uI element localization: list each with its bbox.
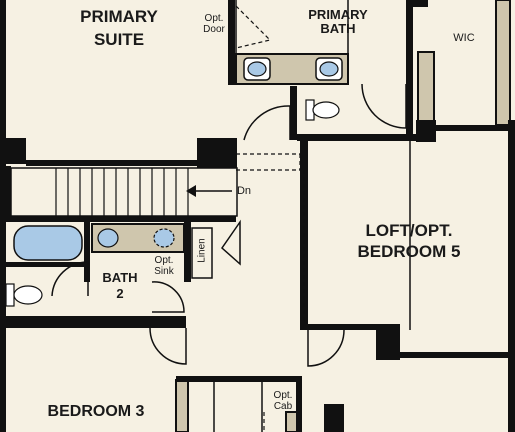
stair-outline <box>10 167 238 217</box>
opt-door-label: Opt. Door <box>203 13 225 35</box>
suite-bottom-wall <box>26 160 198 166</box>
bath2-toilet-icon <box>5 283 43 307</box>
wic-shelf-right <box>495 0 511 126</box>
bedroom-closet-top-wall <box>176 376 296 382</box>
bedroom3-label: BEDROOM 3 <box>47 403 145 420</box>
loft-bedroom5-label: LOFT/OPT. BEDROOM 5 <box>357 221 461 262</box>
bathtub <box>13 225 83 261</box>
linen-door-swing <box>221 219 241 266</box>
loft-bottom-wall <box>300 324 380 330</box>
wic-label: WIC <box>453 32 475 44</box>
bath-door-swing <box>361 83 407 129</box>
bath2-tub-bottom-wall <box>0 262 90 267</box>
loft-corner-block <box>376 324 400 360</box>
bath2-door-swing <box>51 261 89 297</box>
bath2-tub-wall <box>84 222 90 282</box>
dn-label: Dn <box>236 185 252 197</box>
bath2-opt-sink <box>153 228 175 248</box>
loft-bottom-right-wall <box>400 352 515 358</box>
bedroom3-top-wall <box>0 316 186 328</box>
loft-door-swing <box>307 329 345 367</box>
bath2-sink <box>97 228 119 248</box>
hall-door-swing <box>243 105 291 141</box>
thin-lines <box>1 0 411 432</box>
fixtures <box>5 57 343 307</box>
stair-bottom-wall <box>6 216 236 222</box>
down-arrow-icon <box>186 185 232 197</box>
bedroom3-door-swing <box>149 327 187 365</box>
door-swings <box>51 83 407 367</box>
bath-right-wall <box>406 0 413 140</box>
primary-toilet-icon <box>305 99 340 121</box>
dashed-lines <box>235 5 305 432</box>
suite-corner-block-right <box>197 138 237 168</box>
opt-cab-label: Opt. Cab <box>273 390 293 412</box>
suite-corner-block-left <box>0 138 26 164</box>
linen-closet-outline <box>191 227 213 279</box>
linen-label: Linen <box>196 238 208 263</box>
stair-left-wall <box>6 166 11 216</box>
wic-corner-block <box>416 120 436 142</box>
bath-toilet-wall <box>290 86 297 140</box>
primary-bath-label: PRIMARY BATH <box>308 7 368 37</box>
bath-top-wall-stub <box>406 0 428 7</box>
left-exterior-wall <box>0 0 6 432</box>
opt-sink-label: Opt. Sink <box>154 255 174 277</box>
closet-divider-wall <box>296 376 302 432</box>
right-exterior-wall <box>508 120 515 432</box>
bath2-inner-door-swing <box>151 281 185 313</box>
wic-bottom-wall <box>436 125 515 131</box>
bath2-label: BATH 2 <box>102 270 138 301</box>
suite-right-wall <box>228 0 235 85</box>
opt-door-swing <box>235 5 272 49</box>
bath2-right-wall <box>184 222 191 282</box>
stair-treads <box>55 168 189 216</box>
primary-suite-label: PRIMARY SUITE <box>80 7 158 49</box>
bedroom-closet-shelf-left <box>175 379 189 432</box>
lower-right-wall-block <box>324 404 344 432</box>
bath-bottom-wall <box>297 134 417 141</box>
